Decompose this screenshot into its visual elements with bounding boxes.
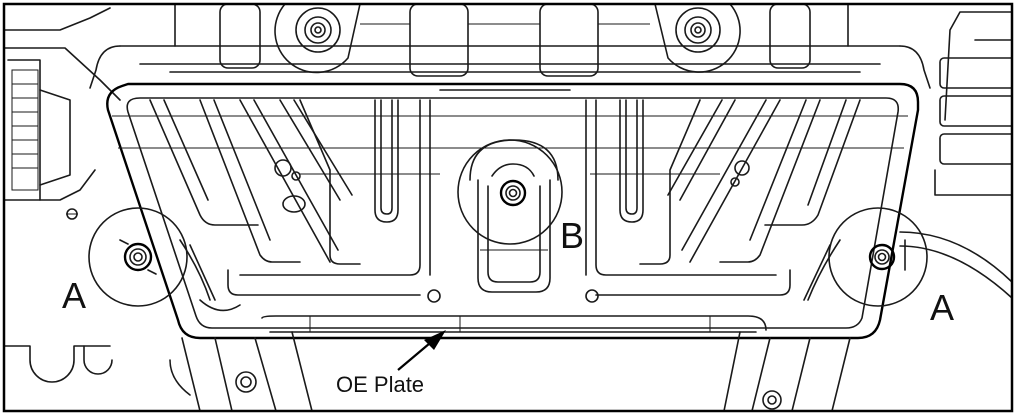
label-a-right: A xyxy=(930,287,954,328)
bolt-b-center xyxy=(457,139,563,245)
label-oe-plate: OE Plate xyxy=(336,372,424,397)
top-bolt-right xyxy=(675,7,721,53)
top-bolt-left xyxy=(295,7,341,53)
plate-leader-arrow xyxy=(397,330,446,371)
line-art xyxy=(4,4,1012,411)
left-ribs xyxy=(149,99,431,312)
top-rail xyxy=(89,4,931,91)
right-body-structure xyxy=(899,11,1012,299)
bolt-a-left xyxy=(88,207,188,307)
label-a-left: A xyxy=(62,275,86,316)
plate-outline xyxy=(106,82,920,340)
label-b: B xyxy=(560,215,584,256)
left-body-structure xyxy=(4,7,121,383)
lower-structure xyxy=(169,315,851,411)
bolt-a-right xyxy=(828,207,928,307)
right-ribs xyxy=(585,99,861,301)
